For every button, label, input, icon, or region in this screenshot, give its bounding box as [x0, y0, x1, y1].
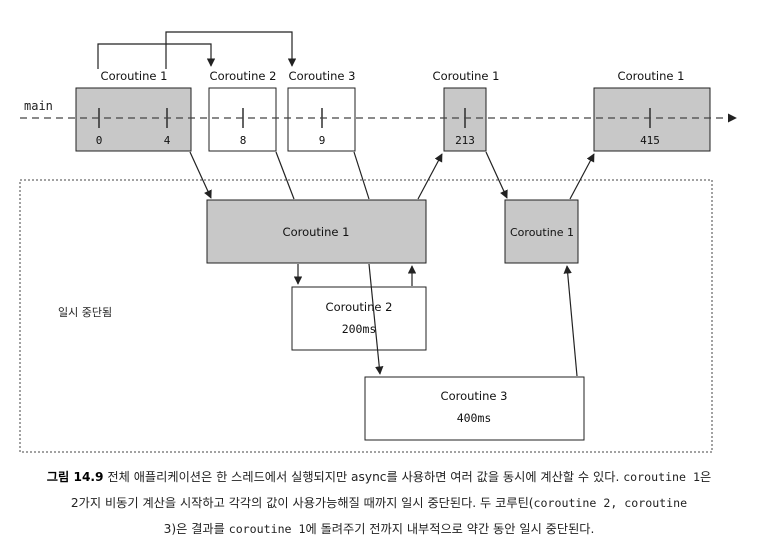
- lower-box-3-duration: 200ms: [342, 322, 377, 336]
- top-box-5-label: Coroutine 1: [618, 69, 685, 83]
- top-box-coroutine-2: Coroutine 2 8: [208, 69, 277, 152]
- caption-text: 3)은 결과를: [163, 522, 229, 536]
- lower-box-3-rect: [291, 286, 427, 351]
- resume-arrow: [569, 153, 595, 200]
- top-box-4-label: Coroutine 1: [433, 69, 500, 83]
- lower-box-4-duration: 400ms: [457, 411, 492, 425]
- caption-line-1: 그림 14.9 전체 애플리케이션은 한 스레드에서 실행되지만 async를 …: [8, 464, 750, 490]
- lower-box-1-rect: [206, 199, 427, 264]
- lower-box-4-rect: [364, 376, 585, 441]
- suspend-arrow: [189, 151, 212, 199]
- await-arrow-coroutine-3: [368, 263, 384, 375]
- lower-box-coroutine-3: Coroutine 3 400ms: [364, 376, 585, 441]
- lower-box-coroutine-1-main: Coroutine 1: [206, 199, 427, 264]
- lower-box-1-label: Coroutine 1: [283, 225, 350, 239]
- top-box-coroutine-3: Coroutine 3 9: [287, 69, 356, 152]
- main-thread-label: main: [24, 99, 53, 113]
- top-box-coroutine-1-final: Coroutine 1 415: [593, 69, 711, 152]
- lower-box-2-label: Coroutine 1: [510, 226, 574, 239]
- suspended-region: [19, 179, 713, 453]
- caption-text: 은: [699, 470, 712, 484]
- caption-text: 전체 애플리케이션은 한 스레드에서 실행되지만 async를 사용하면 여러 …: [103, 470, 624, 484]
- top-box-coroutine-1-start: Coroutine 1 0 4: [75, 69, 192, 152]
- caption-line-3: 3)은 결과를 coroutine 1에 돌려주기 전까지 내부적으로 약간 동…: [8, 516, 750, 542]
- lower-box-coroutine-1-wait: Coroutine 1: [504, 199, 579, 264]
- suspend-arrow: [485, 151, 508, 199]
- caption-text: 2가지 비동기 계산을 시작하고 각각의 값이 사용가능해질 때까지 일시 중단…: [70, 496, 534, 510]
- lower-box-2-rect: [504, 199, 579, 264]
- top-box-5-rect: [593, 87, 711, 152]
- top-box-coroutine-1-resume: Coroutine 1 213: [433, 69, 500, 152]
- caption-code: coroutine 1: [623, 470, 700, 484]
- tick-value: 0: [96, 134, 103, 147]
- tick-value: 9: [319, 134, 326, 147]
- tick-value: 8: [240, 134, 247, 147]
- lower-box-coroutine-2: Coroutine 2 200ms: [291, 286, 427, 351]
- connector-line: [353, 151, 370, 200]
- tick-value: 213: [455, 134, 475, 147]
- lower-box-3-label: Coroutine 2: [326, 300, 393, 314]
- tick-value: 415: [640, 134, 660, 147]
- caption-code: coroutine 1: [228, 522, 306, 536]
- top-box-1-rect: [75, 87, 192, 152]
- launch-arrow-coroutine-3: [165, 31, 297, 69]
- figure-number: 그림 14.9: [46, 470, 104, 484]
- tick-value: 4: [164, 134, 171, 147]
- resume-arrow: [417, 153, 443, 200]
- return-arrow-coroutine-3: [563, 265, 578, 377]
- launch-arrow-coroutine-2: [97, 43, 216, 69]
- top-box-2-label: Coroutine 2: [210, 69, 277, 83]
- caption-code: coroutine 2, coroutine: [533, 496, 688, 510]
- coroutine-timeline-diagram: 일시 중단됨 Coroutine 1 0 4 Coroutine 2 8 Cor…: [19, 31, 737, 453]
- caption-text: 에 돌려주기 전까지 내부적으로 약간 동안 일시 중단된다.: [305, 522, 595, 536]
- suspended-label: 일시 중단됨: [58, 305, 112, 319]
- figure-caption: 그림 14.9 전체 애플리케이션은 한 스레드에서 실행되지만 async를 …: [8, 464, 750, 542]
- top-box-1-label: Coroutine 1: [101, 69, 168, 83]
- top-box-3-label: Coroutine 3: [289, 69, 356, 83]
- lower-box-4-label: Coroutine 3: [441, 389, 508, 403]
- connector-line: [275, 151, 295, 200]
- caption-line-2: 2가지 비동기 계산을 시작하고 각각의 값이 사용가능해질 때까지 일시 중단…: [8, 490, 750, 516]
